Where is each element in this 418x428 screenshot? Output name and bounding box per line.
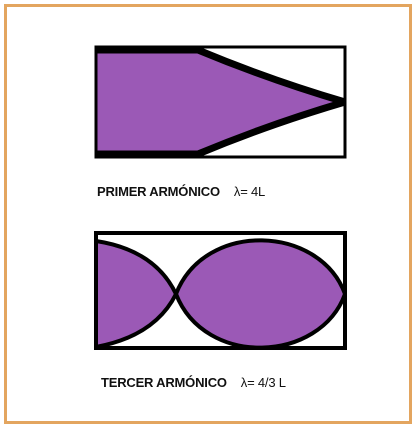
first-harmonic-lower-boundary [96,98,346,158]
first-harmonic-upper-boundary [96,46,346,106]
third-harmonic-wavelength: λ= 4/3 L [240,375,286,390]
first-harmonic-tube [94,45,347,159]
third-harmonic-name: TERCER ARMÓNICO [101,375,227,390]
third-harmonic-curve-lower [95,289,347,350]
first-harmonic-wavelength: λ= 4L [233,184,266,199]
third-harmonic-wave-2 [176,240,345,348]
third-harmonic-tube [94,231,347,350]
first-harmonic-wave [97,49,344,155]
first-harmonic-caption: PRIMER ARMÓNICO λ= 4L [97,184,265,199]
third-harmonic-caption: TERCER ARMÓNICO λ= 4/3 L [101,375,286,390]
third-harmonic-curve-upper [95,238,347,300]
first-harmonic-name: PRIMER ARMÓNICO [97,184,220,199]
third-harmonic-wave [96,242,176,346]
